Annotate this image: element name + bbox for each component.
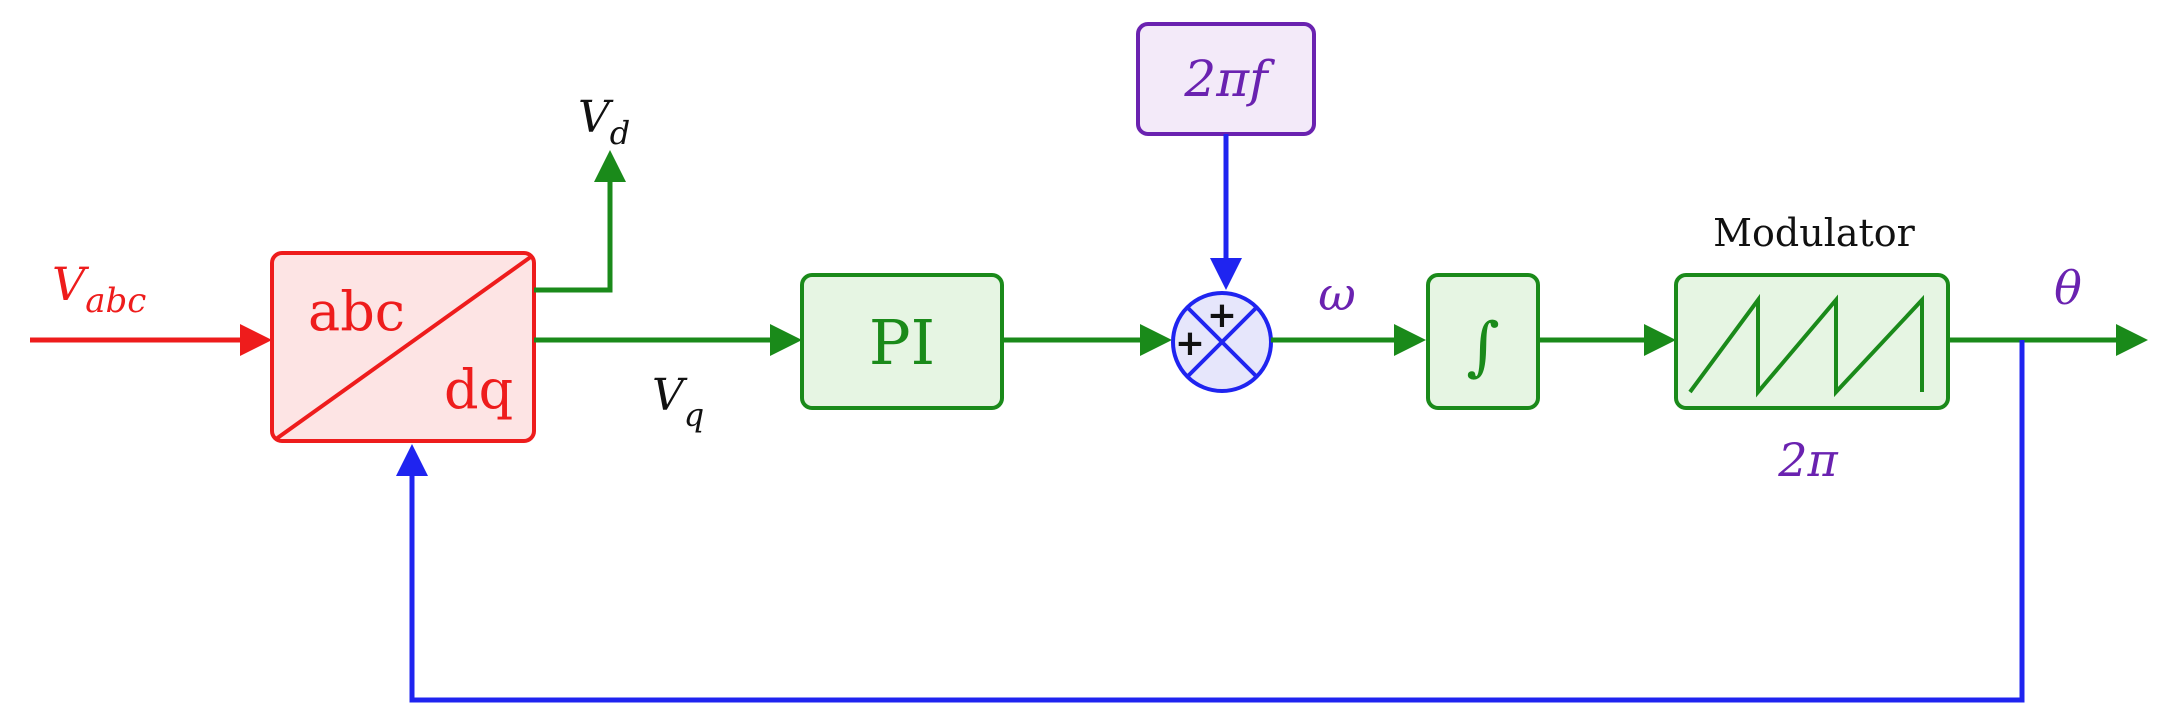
frequency-block: 2πf [1136,22,1316,136]
vq-label: Vq [652,370,704,434]
vq-subscript: q [684,396,704,434]
modulator-block: Modulator 2π [1674,211,1950,487]
pi-block-label: PI [869,306,935,379]
integrator-block: ∫ [1426,273,1540,410]
feedback-loop-line [409,340,2025,703]
pi-controller-block: PI [800,273,1004,410]
input-symbol: V [52,257,90,311]
modulator-title: Modulator [1713,211,1916,255]
vd-label: Vd [578,92,630,152]
input-arrow-head [240,324,272,356]
abc-dq-transform-block: abc dq [270,251,536,443]
integrator-output-arrow-head [1644,324,1676,356]
output-label: θ [2054,261,2082,315]
vq-symbol: V [652,370,688,421]
summing-cross-2 [1185,305,1259,379]
output-arrow-head [2116,324,2148,356]
summing-top-sign: + [1207,295,1237,336]
vd-arrow-head [594,150,626,182]
feedback-arrow-head [396,444,428,476]
summing-junction: + + [1171,291,1273,393]
integrator-block-label: ∫ [1466,310,1499,384]
input-subscript: abc [85,281,146,321]
vd-arrow-line [534,176,613,293]
transform-bottom-label: dq [444,358,513,421]
omega-label: ω [1318,267,1356,321]
omega-arrow-head [1394,324,1426,356]
summing-left-sign: + [1175,323,1205,364]
sawtooth-waveform [1688,293,1924,398]
modulator-modulus: 2π [1777,433,1838,487]
vd-subscript: d [610,114,630,152]
transform-block-diagonal [274,254,534,441]
frequency-block-label: 2πf [1183,50,1275,108]
modulator-block-body [1674,273,1950,410]
pi-output-arrow-head [1140,324,1172,356]
vd-symbol: V [578,92,614,143]
input-label: Vabc [52,257,146,321]
transform-top-label: abc [308,280,405,343]
vq-arrow-head [770,324,802,356]
frequency-arrow-head [1210,258,1242,290]
